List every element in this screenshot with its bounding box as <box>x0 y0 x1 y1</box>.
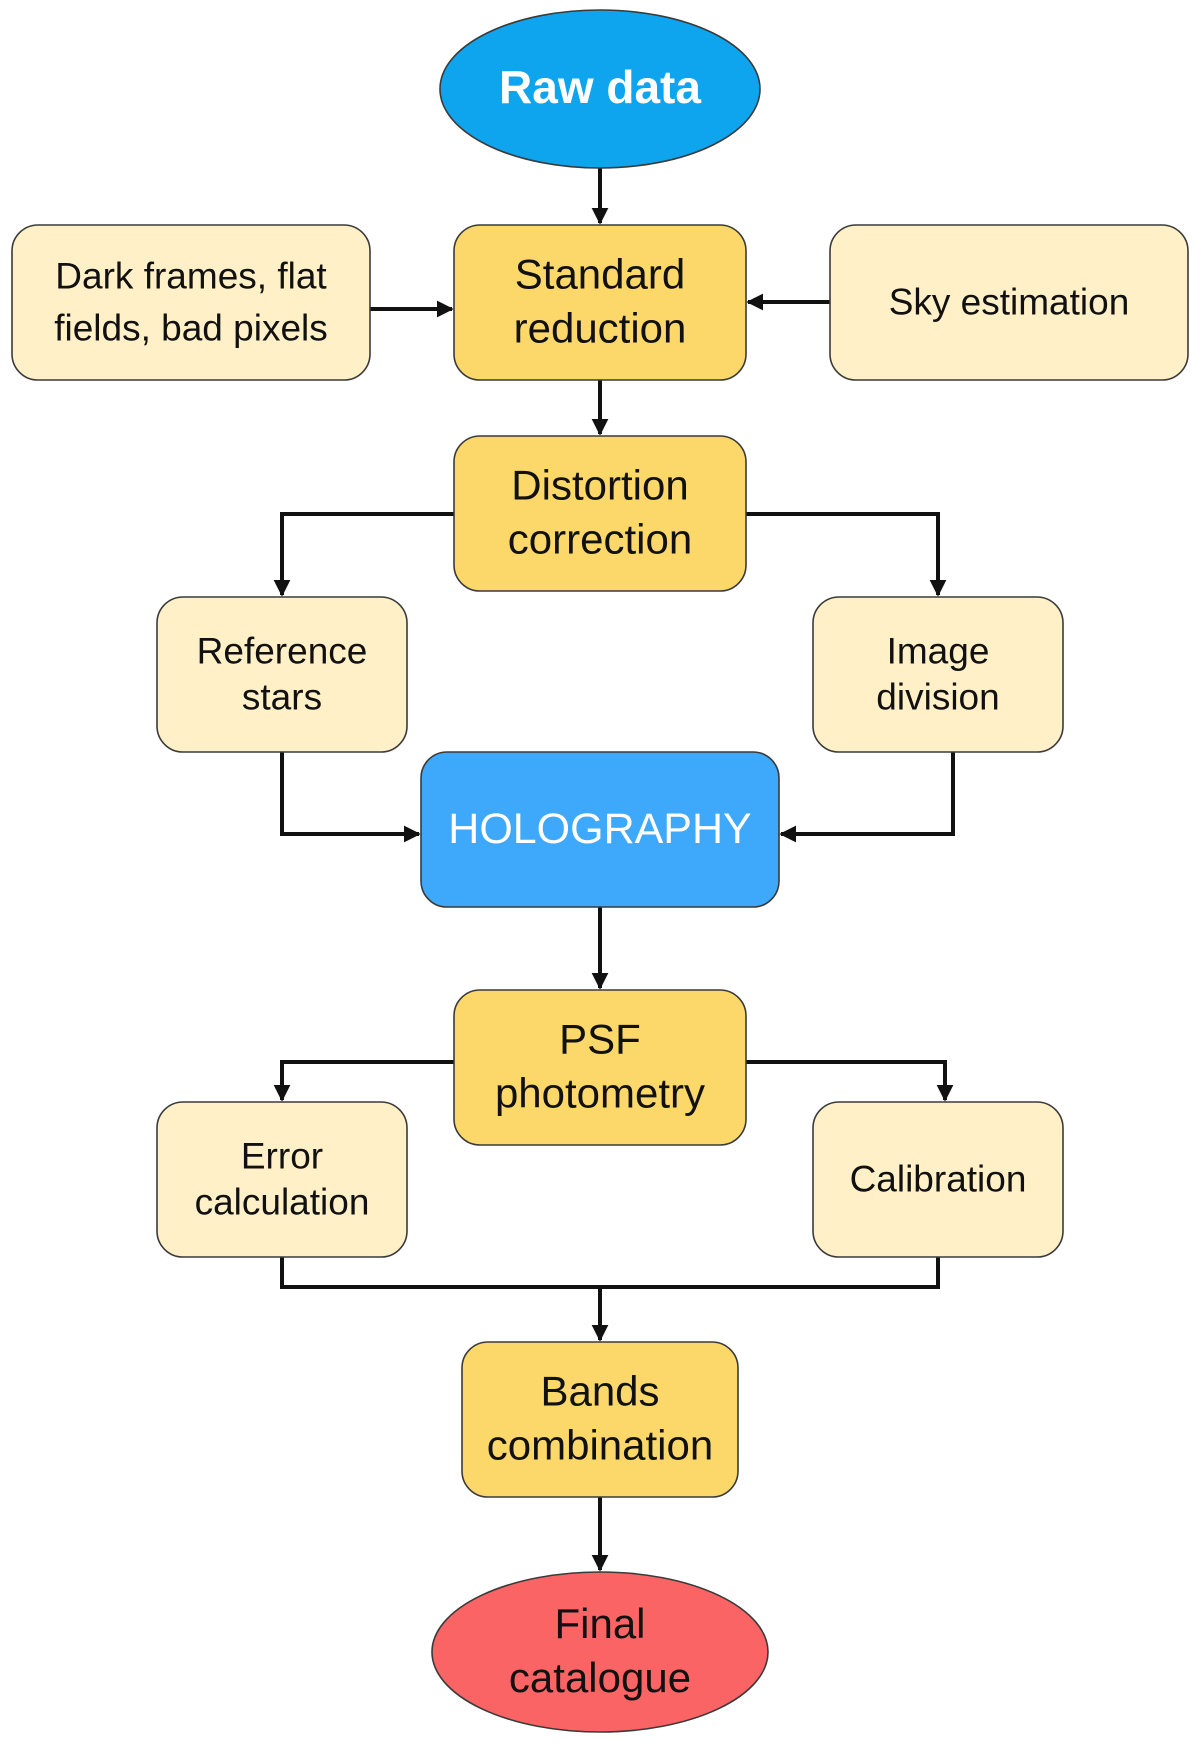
image-division-label-line-1: Image <box>887 630 990 671</box>
reference-stars-label-line-2: stars <box>242 676 322 717</box>
sky-estimation-label-line-1: Sky estimation <box>889 281 1130 322</box>
node-image-division: Image division <box>812 596 1064 753</box>
calibration-label-line-1: Calibration <box>850 1158 1027 1199</box>
calibration-shape <box>812 1101 1064 1258</box>
arrow-error-calculation-to-bands-combination <box>280 1257 609 1342</box>
distortion-correction-shape <box>453 435 747 592</box>
distortion-correction-label-line-1: Distortion <box>511 462 688 509</box>
bands-combination-shape <box>461 1341 739 1498</box>
dark-frames-shape <box>11 224 371 381</box>
holography-label-line-1: HOLOGRAPHY <box>448 805 751 853</box>
final-catalogue-label-line-1: Final <box>554 1600 645 1647</box>
node-standard-reduction: Standard reduction <box>453 224 747 381</box>
node-distortion-correction: Distortion correction <box>453 435 747 592</box>
arrow-calibration-to-bands-combination <box>600 1257 940 1289</box>
dark-frames-label-line-1: Dark frames, flat <box>55 255 327 296</box>
node-raw-data: Raw data <box>439 9 761 169</box>
arrow-psf-photometry-to-error-calculation <box>273 1060 454 1102</box>
sky-estimation-shape <box>829 224 1189 381</box>
error-calculation-label-line-2: calculation <box>195 1181 370 1222</box>
edges-layer <box>273 168 955 1572</box>
node-holography: HOLOGRAPHY <box>420 751 780 908</box>
standard-reduction-label-line-2: reduction <box>514 305 687 352</box>
bands-combination-label-line-2: combination <box>487 1422 713 1469</box>
arrow-distortion-correction-to-image-division <box>746 512 947 597</box>
node-psf-photometry: PSF photometry <box>453 989 747 1146</box>
arrow-distortion-correction-to-reference-stars <box>273 512 454 597</box>
reference-stars-shape <box>156 596 408 753</box>
image-division-shape <box>812 596 1064 753</box>
raw-data-shape <box>439 9 761 169</box>
arrow-image-division-to-holography <box>779 752 955 843</box>
node-calibration: Calibration <box>812 1101 1064 1258</box>
final-catalogue-shape <box>431 1571 769 1733</box>
holography-shape <box>420 751 780 908</box>
image-division-label-line-2: division <box>876 676 999 717</box>
reference-stars-label-line-1: Reference <box>197 630 368 671</box>
node-dark-frames: Dark frames, flat fields, bad pixels <box>11 224 371 381</box>
arrow-reference-stars-to-holography <box>280 752 421 843</box>
node-error-calculation: Error calculation <box>156 1101 408 1258</box>
error-calculation-shape <box>156 1101 408 1258</box>
psf-photometry-label-line-2: photometry <box>495 1070 705 1117</box>
bands-combination-label-line-1: Bands <box>540 1368 659 1415</box>
raw-data-label-line-1: Raw data <box>499 61 701 113</box>
node-reference-stars: Reference stars <box>156 596 408 753</box>
dark-frames-label-line-2: fields, bad pixels <box>54 307 328 348</box>
node-bands-combination: Bands combination <box>461 1341 739 1498</box>
standard-reduction-shape <box>453 224 747 381</box>
arrow-psf-photometry-to-calibration <box>746 1060 954 1102</box>
final-catalogue-label-line-2: catalogue <box>509 1654 691 1701</box>
node-final-catalogue: Final catalogue <box>431 1571 769 1733</box>
standard-reduction-label-line-1: Standard <box>515 251 685 298</box>
psf-photometry-shape <box>453 989 747 1146</box>
psf-photometry-label-line-1: PSF <box>559 1016 641 1063</box>
error-calculation-label-line-1: Error <box>241 1135 323 1176</box>
node-sky-estimation: Sky estimation <box>829 224 1189 381</box>
distortion-correction-label-line-2: correction <box>508 516 692 563</box>
